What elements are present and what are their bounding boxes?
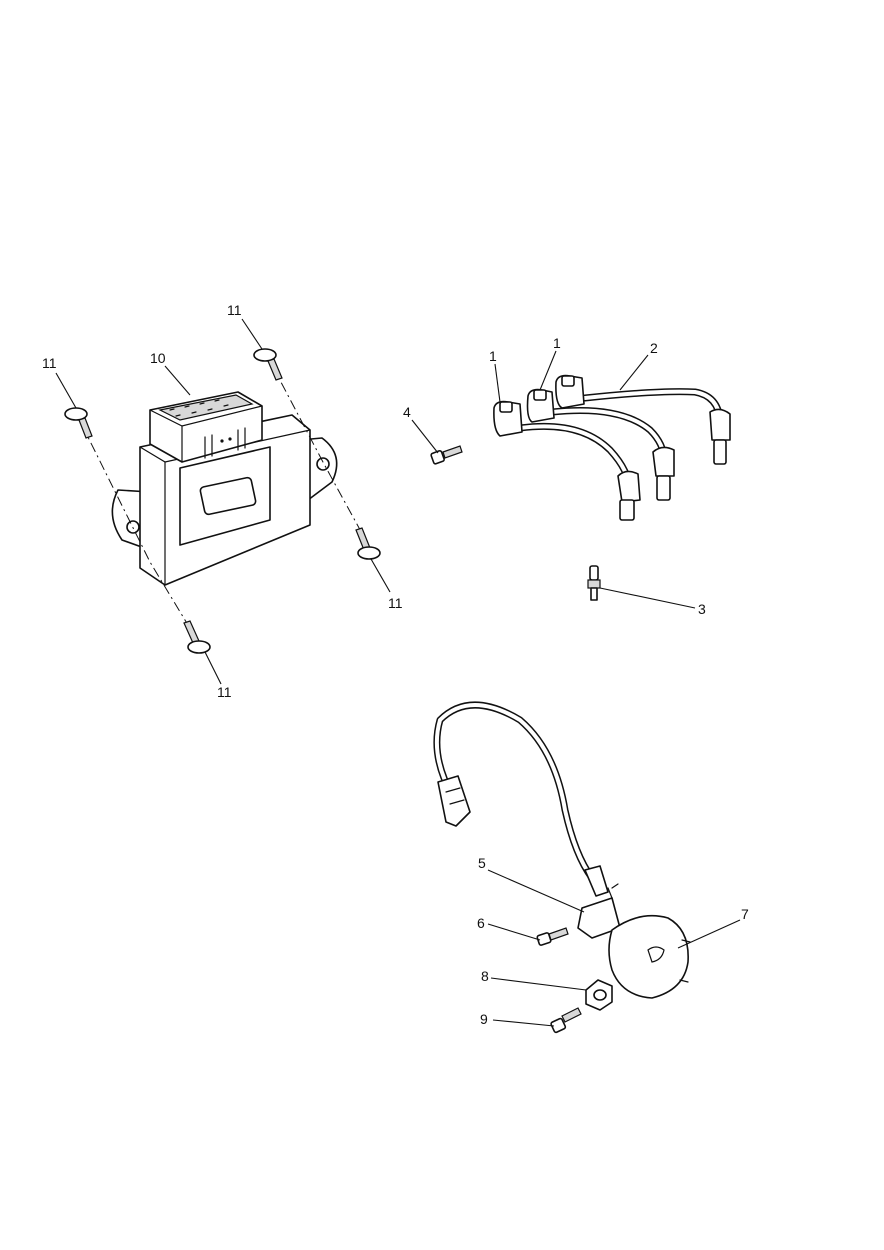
callout-4: 4: [403, 404, 411, 420]
bolt-center-lines: [81, 364, 371, 641]
mounting-bolt-top-left: [64, 407, 93, 439]
callout-1-right: 1: [553, 335, 561, 351]
mounting-bolt-bottom: [183, 620, 211, 654]
trigger-wheel: [608, 914, 691, 999]
callout-2: 2: [650, 340, 658, 356]
callout-6: 6: [477, 915, 485, 931]
leader-lines: [55, 318, 741, 1027]
pickup-sensor-harness: [433, 701, 621, 939]
screw-6: [536, 927, 569, 946]
ignition-control-module: [111, 391, 338, 586]
callout-11-top-left: 11: [42, 355, 57, 371]
ignition-coil-and-leads: [493, 374, 731, 521]
callout-8: 8: [481, 968, 489, 984]
callout-labels: 11 11 10 11 11 1 1 2 4 3 5 6 7 8 9: [42, 302, 749, 1027]
mounting-bolt-right: [355, 527, 381, 560]
callout-7: 7: [741, 906, 749, 922]
spark-plug: [587, 565, 601, 601]
screw-9: [550, 1007, 582, 1034]
callout-10: 10: [150, 350, 166, 366]
mounting-bolt-top-right: [253, 348, 283, 381]
callout-11-right: 11: [388, 595, 403, 611]
callout-9: 9: [480, 1011, 488, 1027]
callout-3: 3: [698, 601, 706, 617]
callout-5: 5: [478, 855, 486, 871]
nut-8: [585, 979, 613, 1011]
callout-1-left: 1: [489, 348, 497, 364]
callout-11-top: 11: [227, 302, 242, 318]
screw-4: [430, 445, 463, 465]
callout-11-bottom: 11: [217, 684, 232, 700]
